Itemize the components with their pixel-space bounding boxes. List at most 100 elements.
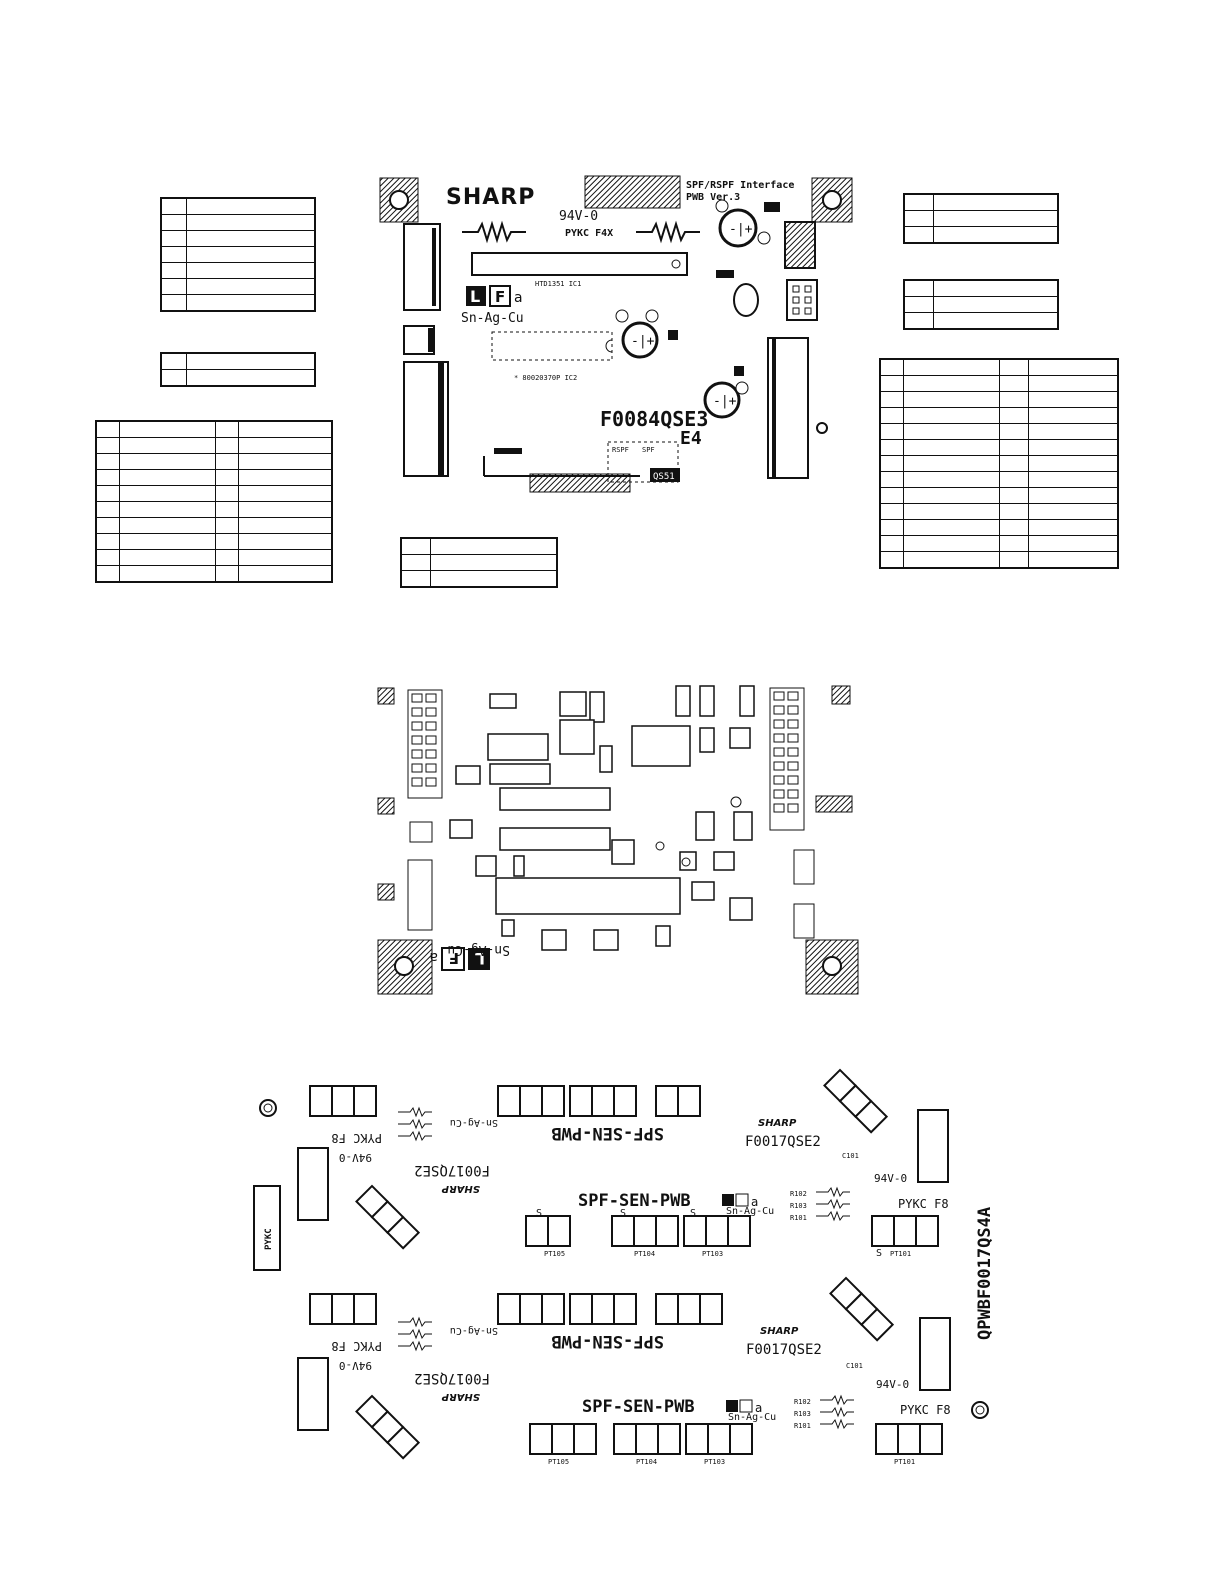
smd-components xyxy=(449,685,755,951)
svg-text:a: a xyxy=(755,1401,762,1415)
header-right xyxy=(769,687,815,939)
svg-text:a: a xyxy=(751,1195,758,1209)
svg-text:SHARP: SHARP xyxy=(441,1391,480,1402)
svg-text:L: L xyxy=(475,949,485,968)
lf-mark-f xyxy=(489,285,511,307)
svg-text:R102: R102 xyxy=(790,1190,807,1198)
jumper-jp1 xyxy=(494,448,522,454)
svg-text:S: S xyxy=(620,1208,626,1219)
mounting-hole-top-right xyxy=(822,190,842,210)
b-pwb-name: SPF-SEN-PWB xyxy=(582,1397,695,1417)
svg-text:SPF-SEN-PWB: SPF-SEN-PWB xyxy=(551,1331,664,1351)
option-select-box xyxy=(607,441,679,483)
svg-text:PT103: PT103 xyxy=(704,1458,725,1466)
a-pt102 xyxy=(823,1068,889,1134)
a-part-number: F0017QSE2 xyxy=(745,1134,821,1150)
svg-text:SHARP: SHARP xyxy=(441,1183,480,1194)
svg-text:R101: R101 xyxy=(790,1214,807,1222)
pin-table-cn1 xyxy=(903,193,1059,244)
svg-text:PYKC F8: PYKC F8 xyxy=(331,1131,382,1145)
svg-text:94V-0: 94V-0 xyxy=(876,1378,909,1391)
ic1-outline xyxy=(471,252,688,276)
lf-mark-l xyxy=(466,286,486,306)
qs-label-box xyxy=(650,468,680,482)
svg-text:PT103: PT103 xyxy=(702,1250,723,1258)
ic2-label: * 80020370P IC2 xyxy=(514,374,577,382)
board1-logo: SHARP xyxy=(446,185,535,210)
svg-text:R103: R103 xyxy=(794,1410,811,1418)
a-solder: Sn-Ag-Cu xyxy=(726,1206,774,1217)
svg-text:R102: R102 xyxy=(794,1398,811,1406)
pin-table-bottom xyxy=(400,537,558,588)
pin-table-cn2 xyxy=(903,279,1059,330)
inductor-l2 xyxy=(733,283,759,317)
pin-table-cn6 xyxy=(160,352,316,387)
mounting-hole-top-left xyxy=(389,190,409,210)
svg-text:PT104: PT104 xyxy=(634,1250,655,1258)
svg-text:-|+: -|+ xyxy=(713,394,737,409)
svg-text:S: S xyxy=(690,1208,696,1219)
pykc-strip xyxy=(253,1185,281,1271)
a-cn101 xyxy=(917,1109,949,1183)
board1-lf-suffix: a xyxy=(514,290,523,306)
board1-revision: E4 xyxy=(680,428,702,449)
svg-text:Sn-Ag-Cu: Sn-Ag-Cu xyxy=(450,1117,498,1128)
board1-title-line2: PWB Ver.3 xyxy=(686,192,740,203)
board1-ul-mark: PYKC F4X xyxy=(565,228,613,239)
opt-spf: SPF xyxy=(642,446,655,454)
board1-pcb-layout: SHARP SPF/RSPF Interface PWB Ver.3 94V-0… xyxy=(379,175,853,493)
svg-text:94V-0: 94V-0 xyxy=(339,1151,372,1164)
a-c101: C101 xyxy=(842,1152,859,1160)
hatched-connector-bottom xyxy=(529,473,631,493)
board1-solder: Sn-Ag-Cu xyxy=(461,311,524,326)
a-rating: 94V-0 xyxy=(874,1172,907,1185)
pin-table-cn5 xyxy=(160,197,316,312)
svg-text:-|+: -|+ xyxy=(729,222,753,237)
connector-cn2 xyxy=(786,279,818,321)
hatched-label-area xyxy=(584,175,681,209)
b-cn101 xyxy=(919,1317,951,1391)
capacitor-c3 xyxy=(703,381,741,419)
svg-text:L: L xyxy=(470,287,480,306)
svg-text:F: F xyxy=(449,949,459,967)
ic1-label: HTD1351 IC1 xyxy=(535,280,581,288)
svg-text:F: F xyxy=(495,288,505,306)
svg-text:Sn-Ag-Cu: Sn-Ag-Cu xyxy=(450,1325,498,1336)
capacitor-c4 xyxy=(621,321,659,359)
svg-text:a: a xyxy=(429,949,438,965)
qs-label: QS51 xyxy=(653,472,675,482)
board1-part-number: F0084QSE3 xyxy=(600,407,708,431)
connector-cn1 xyxy=(784,221,816,269)
svg-text:PT101: PT101 xyxy=(894,1458,915,1466)
svg-text:PT105: PT105 xyxy=(548,1458,569,1466)
board2-lf-mark: L F a xyxy=(429,947,490,971)
svg-text:PT101: PT101 xyxy=(890,1250,911,1258)
board1-title-line1: SPF/RSPF Interface xyxy=(686,180,794,191)
a-pwb-name: SPF-SEN-PWB xyxy=(578,1191,691,1211)
svg-text:F0017QSE2: F0017QSE2 xyxy=(414,1370,490,1386)
board1-rating: 94V-0 xyxy=(559,209,598,224)
pin-table-cn3 xyxy=(95,420,333,583)
a-rot-board: SPF-SEN-PWB F0017QSE2 SHARP PYKC F8 94V-… xyxy=(297,1085,701,1250)
a-logo: SHARP xyxy=(758,1118,797,1129)
svg-text:Sn-Ag-Cu: Sn-Ag-Cu xyxy=(728,1412,776,1423)
b-part-number: F0017QSE2 xyxy=(746,1342,822,1358)
svg-text:C101: C101 xyxy=(846,1362,863,1370)
svg-text:94V-0: 94V-0 xyxy=(339,1359,372,1372)
panel-id: QPWBF0017QS4A xyxy=(975,1207,995,1340)
board2-solder: Sn-Ag-Cu xyxy=(447,942,510,957)
svg-text:SPF-SEN-PWB: SPF-SEN-PWB xyxy=(551,1123,664,1143)
svg-text:R103: R103 xyxy=(790,1202,807,1210)
svg-text:PT105: PT105 xyxy=(544,1250,565,1258)
svg-text:PYKC F8: PYKC F8 xyxy=(900,1403,951,1417)
resistor-r1 xyxy=(636,220,700,244)
svg-text:F0017QSE2: F0017QSE2 xyxy=(414,1162,490,1178)
pykc-strip-label: PYKC xyxy=(264,1228,274,1250)
ic2-outline xyxy=(491,331,613,361)
opt-rspf: RSPF xyxy=(612,446,629,454)
svg-text:R101: R101 xyxy=(794,1422,811,1430)
svg-text:S: S xyxy=(876,1248,882,1259)
svg-text:-|+: -|+ xyxy=(631,334,655,349)
resistor-r2 xyxy=(462,220,526,244)
